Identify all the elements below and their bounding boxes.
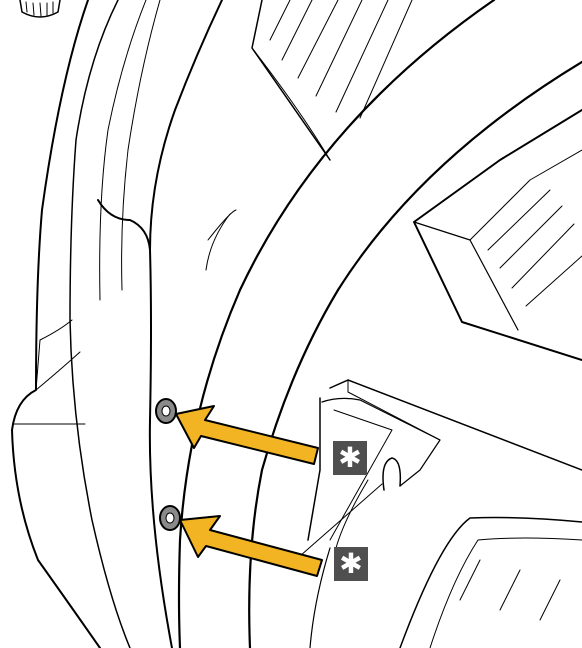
asterisk-icon: ✱	[338, 441, 362, 474]
right-housing	[413, 109, 582, 361]
contour-lines	[309, 479, 369, 648]
lower-panel	[399, 516, 582, 648]
outer-housing	[11, 0, 101, 648]
screw-lower	[159, 505, 181, 531]
adjustment-knob	[19, 0, 61, 18]
arrow-upper	[175, 405, 319, 465]
callout-marker-upper: ✱	[333, 441, 367, 475]
upper-panel	[251, 0, 413, 161]
inner-panel	[35, 0, 237, 648]
asterisk-icon: ✱	[339, 547, 363, 580]
callout-marker-lower: ✱	[334, 547, 368, 581]
arrow-lower	[179, 515, 323, 577]
mounting-bracket	[299, 379, 582, 557]
screw-upper	[155, 398, 177, 424]
